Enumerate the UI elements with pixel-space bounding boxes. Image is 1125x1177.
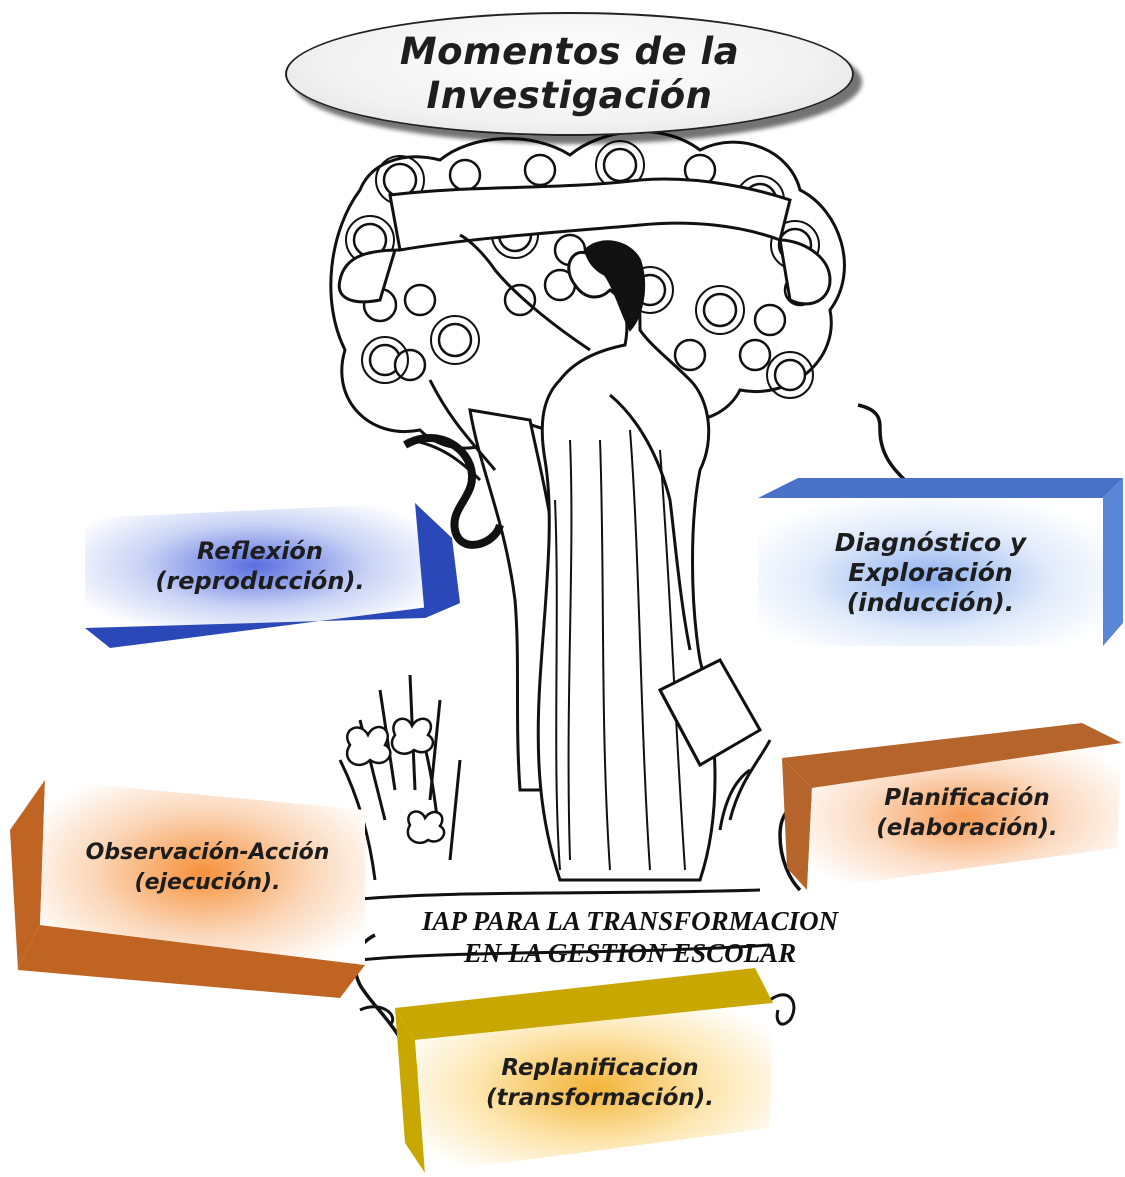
- box-planificacion: Planificación (elaboración).: [782, 718, 1125, 890]
- book: [657, 658, 763, 768]
- banner-ribbon: [337, 177, 832, 306]
- box-observacion-3d: [10, 780, 365, 998]
- box-replanificacion-line-2: (transformación).: [485, 1085, 714, 1111]
- box-diagnostico-line-3: (inducción).: [846, 588, 1015, 617]
- woman-figure: [459, 233, 717, 882]
- ground: [349, 888, 796, 1027]
- overlay-caption-line-1: IAP PARA LA TRANSFORMACION: [421, 906, 839, 936]
- overlay-caption: IAP PARA LA TRANSFORMACION EN LA GESTION…: [360, 905, 900, 969]
- box-diagnostico-3d: [758, 478, 1123, 646]
- box-diagnostico: Diagnóstico y Exploración (inducción).: [758, 478, 1125, 650]
- box-reflexion-3d: [85, 503, 460, 648]
- box-observacion: Observación-Acción (ejecución).: [10, 780, 370, 1000]
- iris-flowers: [345, 717, 446, 845]
- title-oval: Momentos de la Investigación: [285, 12, 854, 136]
- box-diagnostico-line-2: Exploración: [848, 558, 1013, 587]
- title-line-1: Momentos de la: [399, 30, 740, 73]
- overlay-caption-line-2: EN LA GESTION ESCOLAR: [463, 938, 797, 968]
- title-line-2: Investigación: [426, 74, 713, 117]
- box-planificacion-3d: [782, 723, 1122, 890]
- box-reflexion-line-1: Reflexión: [196, 536, 323, 565]
- box-replanificacion: Replanificacion (transformación).: [395, 968, 775, 1177]
- dress-folds: [554, 429, 686, 871]
- box-observacion-line-1: Observación-Acción: [85, 839, 330, 865]
- box-reflexion: Reflexión (reproducción).: [80, 478, 460, 648]
- box-replanificacion-line-1: Replanificacion: [501, 1055, 699, 1081]
- woman-hair: [583, 240, 646, 332]
- box-diagnostico-line-1: Diagnóstico y: [834, 528, 1027, 557]
- box-observacion-line-2: (ejecución).: [134, 869, 281, 895]
- box-planificacion-line-2: (elaboración).: [876, 815, 1058, 841]
- box-reflexion-line-2: (reproducción).: [155, 566, 365, 595]
- box-replanificacion-3d: [395, 968, 773, 1173]
- box-planificacion-line-1: Planificación: [884, 785, 1050, 811]
- serpent: [402, 433, 504, 549]
